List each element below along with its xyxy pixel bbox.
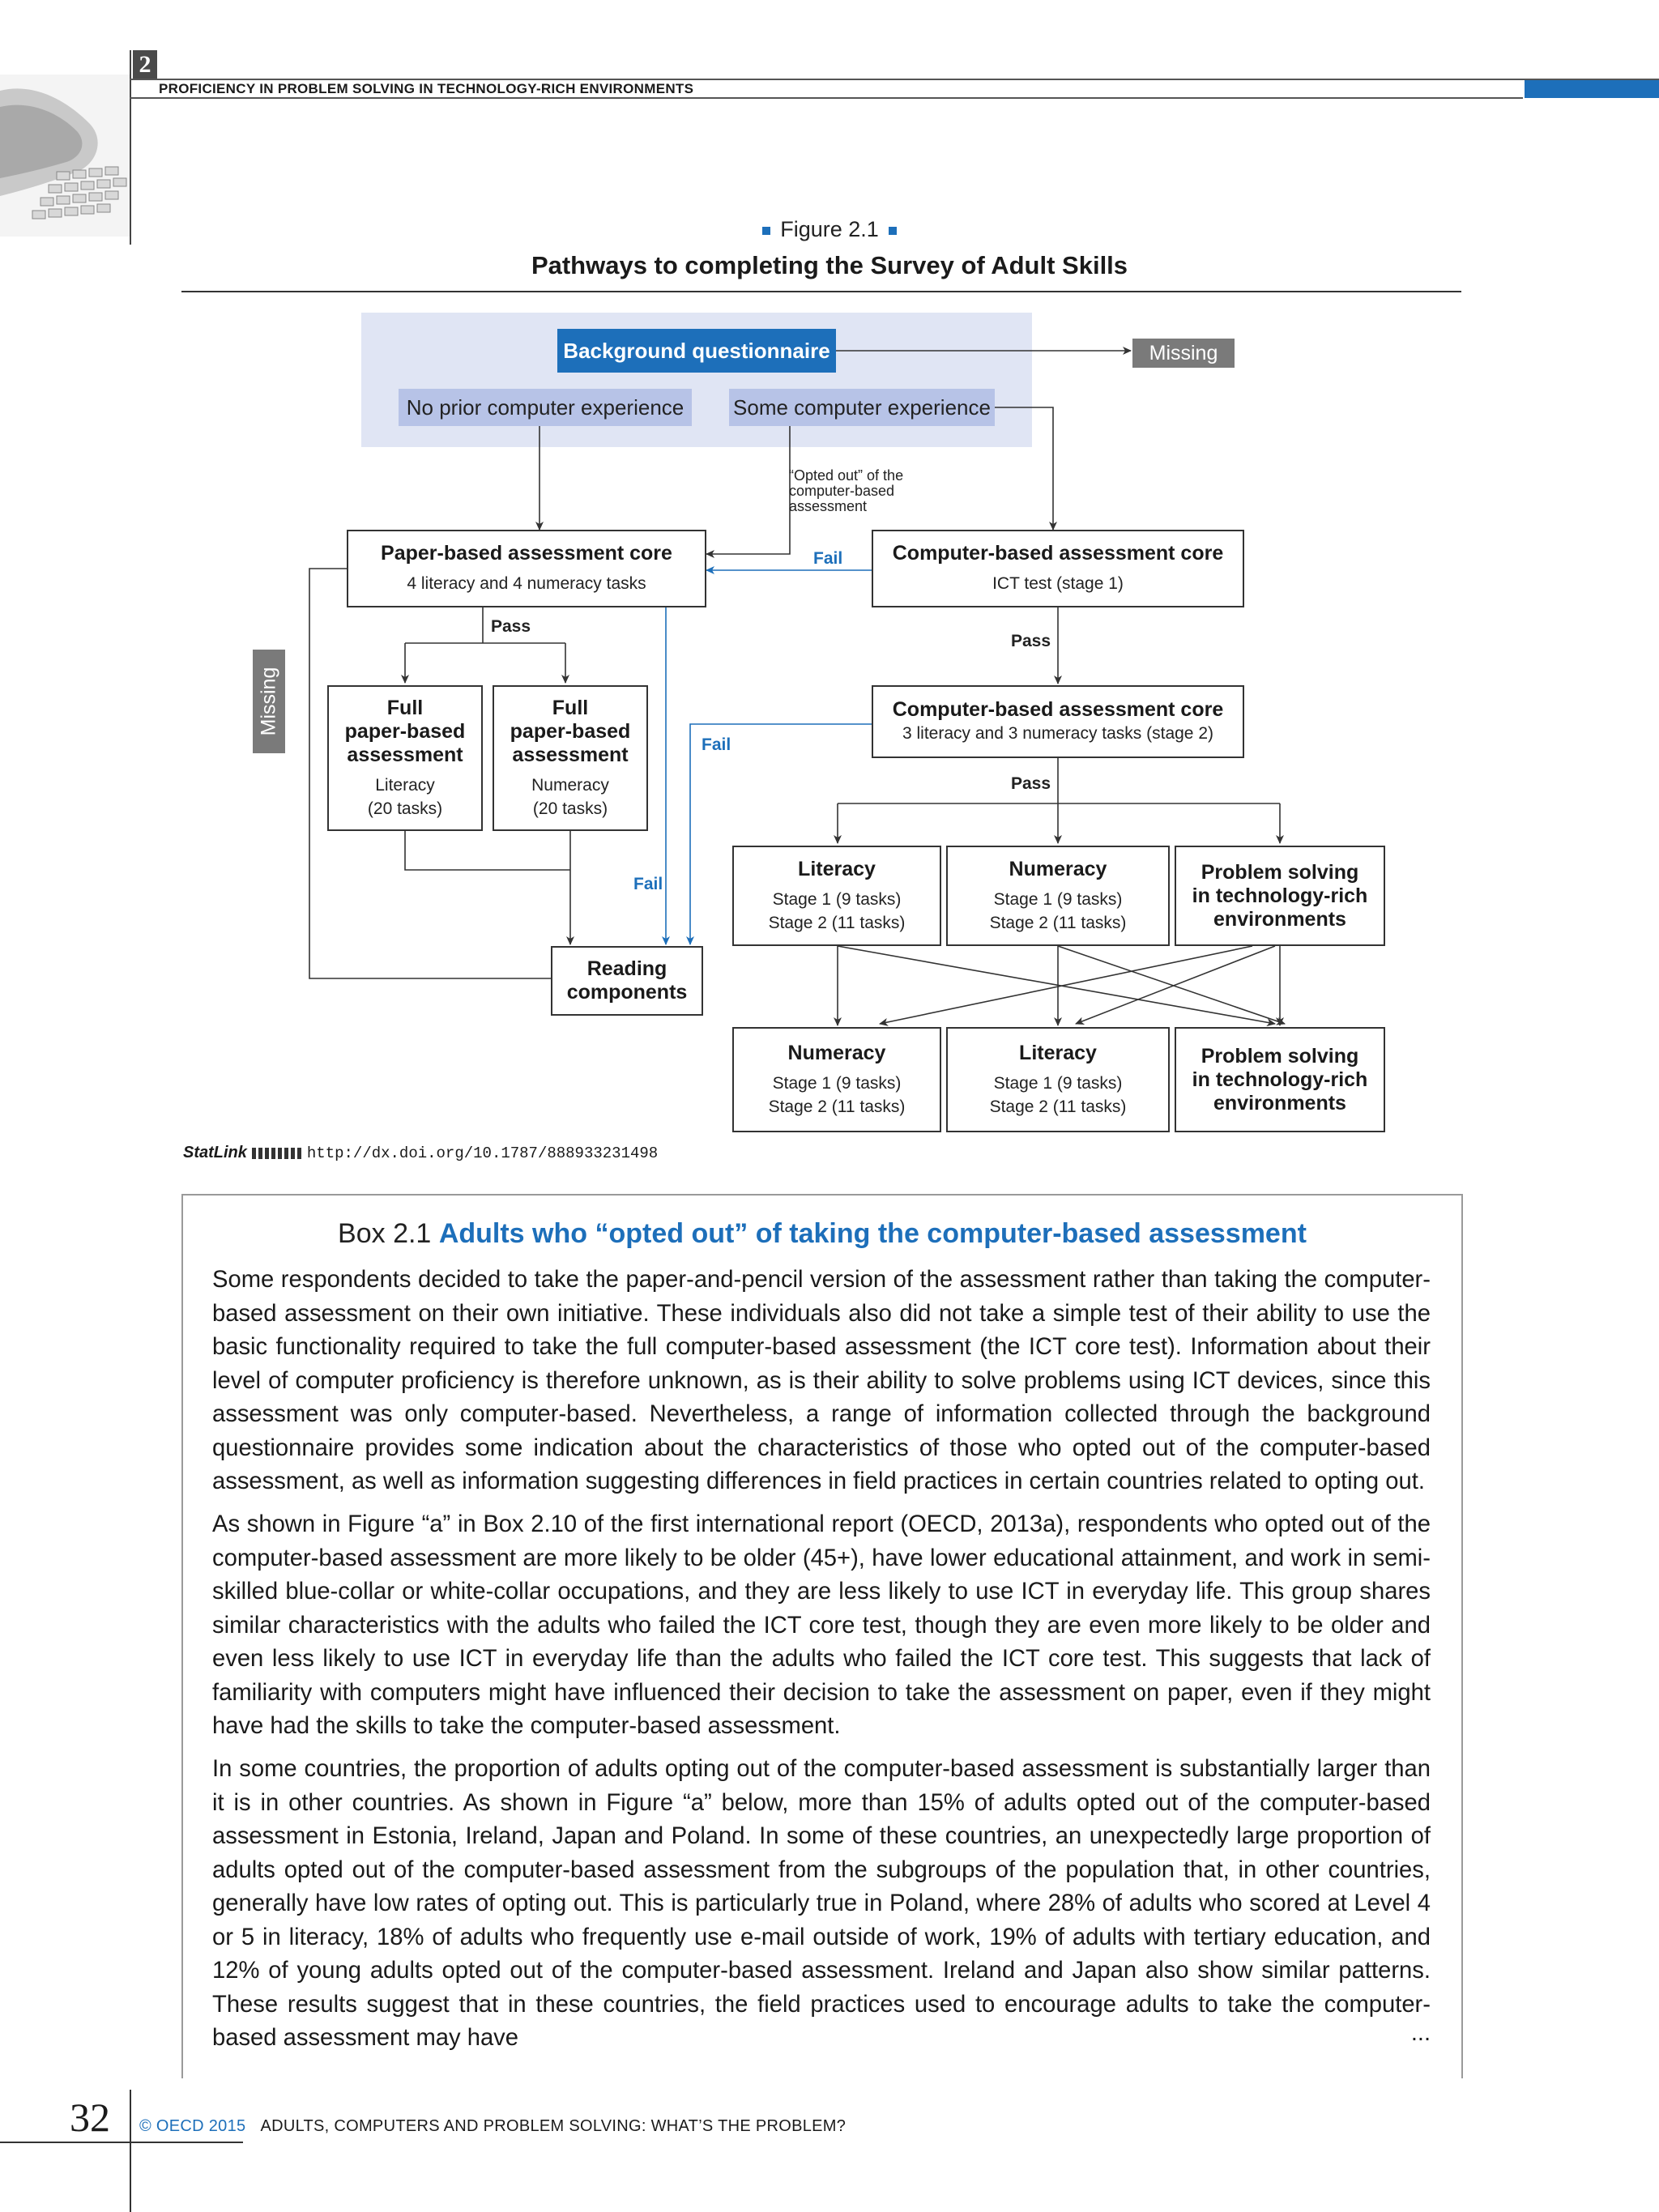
footer-rule xyxy=(0,2142,243,2143)
copyright: © OECD 2015 xyxy=(139,2117,246,2135)
figure-number: Figure 2.1 xyxy=(780,217,879,241)
box-subtitle: Stage 1 (9 tasks) xyxy=(993,1073,1123,1093)
box-subtitle: (20 tasks) xyxy=(532,799,608,818)
square-bullet-icon xyxy=(762,226,771,235)
row2-problem-solving-box: Problem solving in technology-rich envir… xyxy=(1175,1027,1385,1132)
full-paper-literacy-box: Full paper-based assessment Literacy (20… xyxy=(327,685,483,831)
row1-literacy-box: Literacy Stage 1 (9 tasks) Stage 2 (11 t… xyxy=(732,846,941,946)
keyboard-hand-photo xyxy=(0,75,130,237)
box-paragraph-3: In some countries, the proportion of adu… xyxy=(212,1756,1431,2051)
pass-label: Pass xyxy=(1011,632,1051,650)
missing-box-side: Missing xyxy=(253,650,285,753)
box-title: Box 2.1 Adults who “opted out” of taking… xyxy=(181,1218,1463,1250)
box-subtitle: Stage 1 (9 tasks) xyxy=(772,889,902,909)
box-title: paper-based xyxy=(510,719,631,743)
square-bullet-icon xyxy=(888,226,897,235)
box-subtitle: Stage 1 (9 tasks) xyxy=(772,1073,902,1093)
box-subtitle: 4 literacy and 4 numeracy tasks xyxy=(407,574,646,593)
box-2-1-frame xyxy=(181,1194,1463,2078)
header-divider-vertical xyxy=(130,50,131,245)
box-title: Literacy xyxy=(798,857,876,880)
header-rule-top xyxy=(130,79,1659,80)
pass-label: Pass xyxy=(1011,774,1051,793)
box-subtitle: 3 literacy and 3 numeracy tasks (stage 2… xyxy=(902,724,1213,743)
continuation-marker: ... xyxy=(1410,2020,1431,2046)
some-experience-box: Some computer experience xyxy=(729,389,995,426)
box-title: assessment xyxy=(512,743,629,766)
box-subtitle: Stage 2 (11 tasks) xyxy=(768,913,906,932)
background-questionnaire-box: Background questionnaire xyxy=(557,329,836,373)
box-title: Computer-based assessment core xyxy=(892,542,1224,565)
header-rule-bottom xyxy=(130,97,1523,99)
opted-out-note-line: “Opted out” of the xyxy=(789,467,904,484)
pass-label: Pass xyxy=(491,617,531,636)
box-subtitle: Stage 2 (11 tasks) xyxy=(989,913,1127,932)
box-title: Reading xyxy=(586,957,667,980)
box-subtitle: (20 tasks) xyxy=(367,799,443,818)
statlink[interactable]: StatLink http://dx.doi.org/10.1787/888933… xyxy=(183,1144,658,1162)
box-title: components xyxy=(566,981,688,1004)
box-title: Full xyxy=(386,696,424,719)
statlink-url[interactable]: http://dx.doi.org/10.1787/888933231498 xyxy=(306,1144,659,1162)
box-title: Computer-based assessment core xyxy=(892,698,1224,721)
box-subtitle: Stage 2 (11 tasks) xyxy=(768,1097,906,1116)
box-title: Literacy xyxy=(1019,1041,1097,1064)
pathways-flowchart: Background questionnaire No prior comput… xyxy=(253,313,1385,1132)
box-number: Box 2.1 xyxy=(338,1218,432,1249)
paper-assessment-core-box: Paper-based assessment core 4 literacy a… xyxy=(347,530,706,607)
fail-label: Fail xyxy=(633,875,663,893)
box-paragraph-1: Some respondents decided to take the pap… xyxy=(212,1267,1431,1494)
statlink-logo-icon xyxy=(251,1147,302,1159)
no-prior-experience-box: No prior computer experience xyxy=(399,389,692,426)
footer-divider xyxy=(130,2090,131,2212)
figure-title: Pathways to completing the Survey of Adu… xyxy=(531,251,1128,279)
row2-numeracy-box: Numeracy Stage 1 (9 tasks) Stage 2 (11 t… xyxy=(732,1027,941,1132)
page-number: 32 xyxy=(70,2095,110,2140)
header-accent-bar xyxy=(1525,80,1659,98)
row1-problem-solving-box: Problem solving in technology-rich envir… xyxy=(1175,846,1385,946)
box-title: in technology-rich xyxy=(1192,884,1368,907)
box-paragraph-2: As shown in Figure “a” in Box 2.10 of th… xyxy=(212,1511,1431,1739)
opted-out-note-line: computer-based xyxy=(789,483,895,499)
statlink-label: StatLink xyxy=(183,1144,247,1161)
footer-text: © OECD 2015 ADULTS, COMPUTERS AND PROBLEM… xyxy=(139,2117,846,2136)
row2-literacy-box: Literacy Stage 1 (9 tasks) Stage 2 (11 t… xyxy=(946,1027,1170,1132)
opted-out-note-line: assessment xyxy=(789,498,868,514)
fail-label: Fail xyxy=(702,735,731,754)
flowchart-connectors xyxy=(309,347,1286,1027)
cba-core-stage2-box: Computer-based assessment core 3 literac… xyxy=(872,685,1244,758)
figure-label: Figure 2.1 xyxy=(0,217,1659,242)
book-title: ADULTS, COMPUTERS AND PROBLEM SOLVING: W… xyxy=(260,2117,847,2135)
box-title: environments xyxy=(1213,907,1346,931)
box-subtitle: ICT test (stage 1) xyxy=(992,574,1124,593)
box-title: Paper-based assessment core xyxy=(381,542,672,565)
box-title: paper-based xyxy=(344,719,466,743)
chapter-number: 2 xyxy=(133,50,157,79)
running-title: PROFICIENCY IN PROBLEM SOLVING IN TECHNO… xyxy=(159,81,694,96)
box-title: Numeracy xyxy=(1009,857,1107,880)
box-subtitle: Literacy xyxy=(375,775,435,795)
opted-out-note: “Opted out” of the computer-based assess… xyxy=(789,468,903,514)
box-heading: Adults who “opted out” of taking the com… xyxy=(438,1218,1307,1249)
box-title: in technology-rich xyxy=(1192,1068,1368,1091)
box-subtitle: Numeracy xyxy=(531,775,609,795)
box-title: Problem solving xyxy=(1201,860,1359,884)
box-subtitle: Stage 1 (9 tasks) xyxy=(993,889,1123,909)
box-title: Problem solving xyxy=(1201,1044,1359,1068)
full-paper-numeracy-box: Full paper-based assessment Numeracy (20… xyxy=(493,685,648,831)
row1-numeracy-box: Numeracy Stage 1 (9 tasks) Stage 2 (11 t… xyxy=(946,846,1170,946)
box-subtitle: Stage 2 (11 tasks) xyxy=(989,1097,1127,1116)
figure-title-rule xyxy=(181,291,1461,292)
box-title: Numeracy xyxy=(787,1041,886,1064)
missing-box-top: Missing xyxy=(1132,339,1235,368)
box-title: assessment xyxy=(347,743,463,766)
reading-components-box: Reading components xyxy=(551,946,703,1016)
fail-label: Fail xyxy=(813,549,843,568)
cba-core-stage1-box: Computer-based assessment core ICT test … xyxy=(872,530,1244,607)
box-title: environments xyxy=(1213,1091,1346,1115)
box-title: Full xyxy=(552,696,589,719)
